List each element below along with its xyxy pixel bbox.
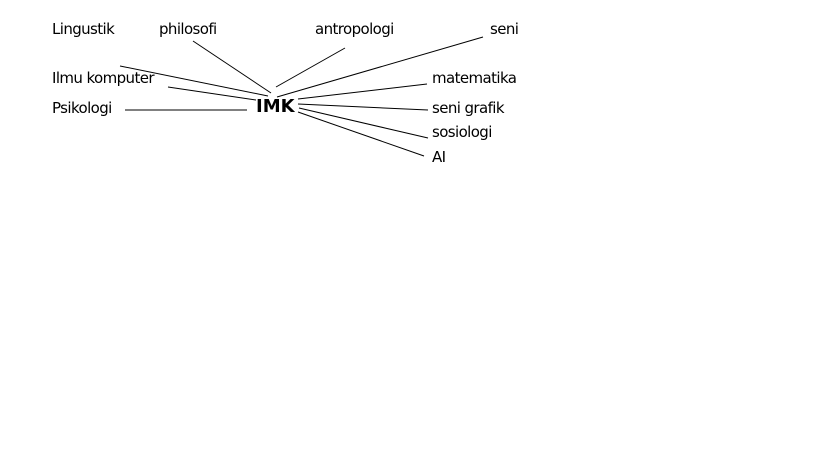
edge-matematika — [297, 83, 428, 100]
edge-ilmu-komputer — [167, 86, 257, 101]
node-philosofi: philosofi — [159, 20, 217, 38]
center-node-imk: IMK — [256, 96, 295, 117]
node-lingustik: Lingustik — [52, 20, 115, 38]
edge-philosofi — [192, 40, 272, 94]
node-sosiologi: sosiologi — [432, 123, 492, 141]
node-seni-grafik: seni grafik — [432, 99, 505, 117]
edge-lingustik — [119, 65, 269, 97]
node-matematika: matematika — [432, 69, 517, 87]
node-ilmu-komputer: Ilmu komputer — [52, 69, 155, 87]
edge-ai — [297, 111, 425, 157]
node-psikologi: Psikologi — [52, 99, 112, 117]
node-seni: seni — [490, 20, 519, 38]
edge-seni-grafik — [297, 103, 429, 111]
edge-sosiologi — [298, 107, 429, 139]
node-ai: AI — [432, 148, 446, 166]
node-antropologi: antropologi — [315, 20, 394, 38]
edge-seni — [276, 36, 484, 98]
edge-antropologi — [275, 47, 346, 88]
